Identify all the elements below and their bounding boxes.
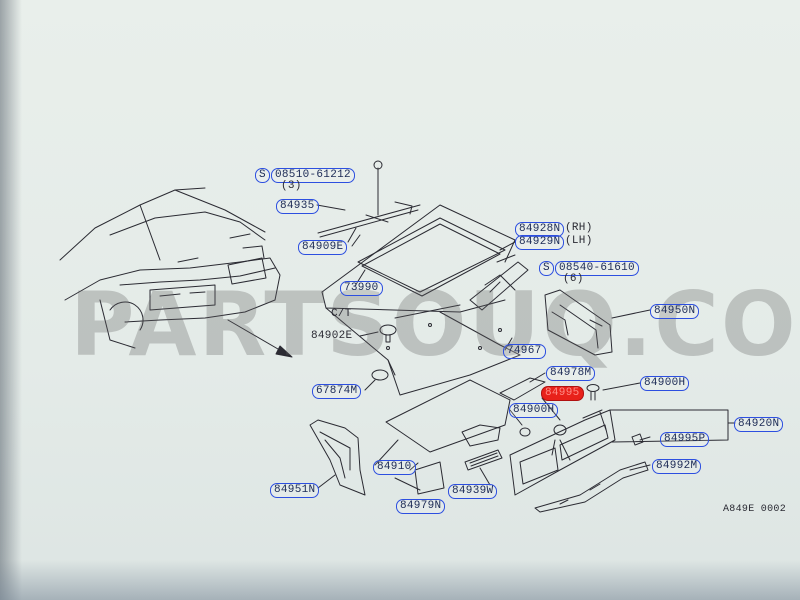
label-84995p[interactable]: 84995P [660, 432, 710, 447]
label-84920n[interactable]: 84920N [734, 417, 784, 432]
qty-top: (3) [281, 180, 302, 192]
label-08540-61610[interactable]: 08540-61610 [555, 261, 639, 276]
label-84929n[interactable]: 84929N [515, 235, 565, 250]
bolt-symbol-top: S [255, 168, 270, 183]
label-ct: C/T [331, 308, 352, 320]
pointer-arrow [227, 319, 293, 358]
label-84939w[interactable]: 84939W [448, 484, 498, 499]
label-84902e: 84902E [311, 330, 353, 342]
label-67874m[interactable]: 67874M [312, 384, 362, 399]
side-finisher-right [544, 289, 613, 356]
sill-plate [534, 461, 649, 513]
label-84978m[interactable]: 84978M [546, 366, 596, 381]
pad-84979n [414, 461, 445, 495]
floor-mat [385, 379, 511, 453]
photo-shadow-bottom [0, 560, 800, 600]
support-rods [317, 160, 421, 243]
qty-mid: (6) [563, 273, 584, 285]
trunk-floor-board [321, 204, 521, 396]
label-84979n[interactable]: 84979N [396, 499, 446, 514]
label-84935[interactable]: 84935 [276, 199, 319, 214]
label-84900h-right[interactable]: 84900H [640, 376, 690, 391]
label-84910[interactable]: 84910 [373, 460, 416, 475]
label-84950n[interactable]: 84950N [650, 304, 700, 319]
side-finisher-left [309, 419, 366, 496]
label-84951n[interactable]: 84951N [270, 483, 320, 498]
label-74967[interactable]: 74967 [503, 344, 546, 359]
label-84992m[interactable]: 84992M [652, 459, 702, 474]
label-08510-61212[interactable]: 08510-61212 [271, 168, 355, 183]
label-rh: (RH) [565, 222, 593, 234]
side-strip [469, 261, 529, 311]
vent-84939w [464, 449, 503, 471]
cap-67874m [371, 369, 389, 381]
label-73990[interactable]: 73990 [340, 281, 383, 296]
label-lh: (LH) [565, 235, 593, 247]
label-84900h-left[interactable]: 84900H [509, 403, 559, 418]
bolt-symbol-mid: S [539, 261, 554, 276]
car-rear-illustration [59, 187, 281, 349]
clip-84902e [379, 324, 397, 343]
label-highlighted-part[interactable]: 84995 [541, 386, 584, 401]
back-panel [509, 409, 616, 496]
photo-shadow-left [0, 0, 22, 600]
label-84909e[interactable]: 84909E [298, 240, 348, 255]
label-84928n[interactable]: 84928N [515, 222, 565, 237]
figure-code: A849E 0002 [723, 504, 787, 515]
